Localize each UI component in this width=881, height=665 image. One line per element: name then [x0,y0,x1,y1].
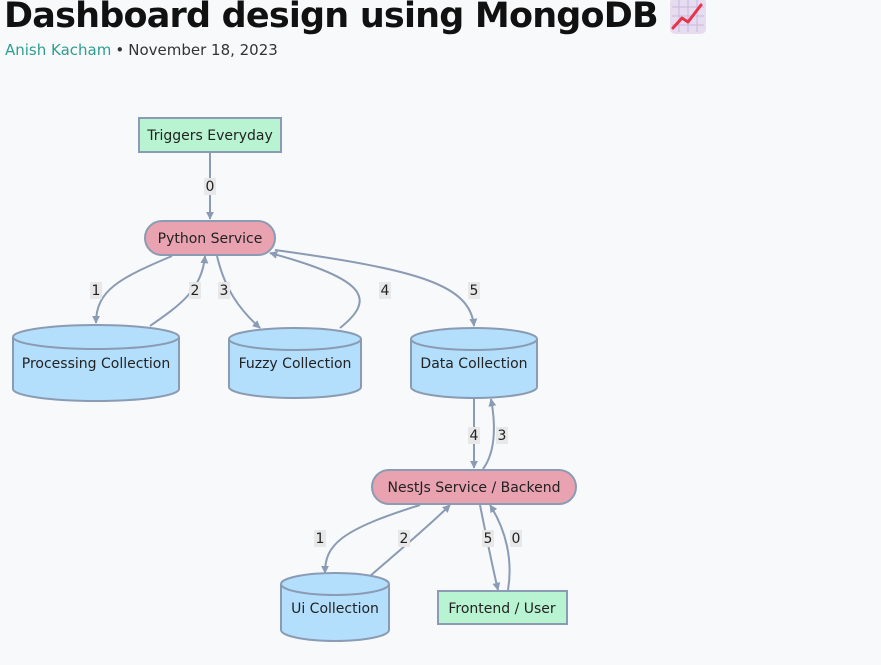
edge-label: 0 [206,179,215,195]
edge-label: 0 [512,531,521,547]
edge-frontend-nestjs [489,504,511,591]
edge-fuzzy-python [269,251,361,329]
node-nestjs-service: NestJs Service / Backend [371,469,577,505]
meta-separator: • [115,41,125,59]
author-link[interactable]: Anish Kacham [5,41,112,59]
chart-increasing-icon [669,0,706,34]
edge-label: 5 [484,531,493,547]
page-title: Dashboard design using MongoDB [4,0,706,36]
edge-label: 1 [92,283,101,299]
node-frontend-user: Frontend / User [437,590,568,625]
node-label: Triggers Everyday [146,128,273,144]
node-label: Frontend / User [448,601,556,617]
edge-label: 4 [470,428,479,444]
post-meta: Anish Kacham•November 18, 2023 [5,41,278,59]
edge-label: 2 [400,531,409,547]
node-label: NestJs Service / Backend [388,480,561,496]
node-label: Data Collection [420,356,527,372]
node-python-service: Python Service [144,220,276,256]
edge-label: 5 [470,283,479,299]
node-label: Python Service [158,231,263,247]
node-processing-collection: Processing Collection [12,324,180,402]
node-ui-collection: Ui Collection [280,572,390,642]
node-label: Fuzzy Collection [239,356,352,372]
edge-python-data [274,249,478,327]
edge-ui-nestjs [369,504,451,577]
edge-label: 2 [191,283,200,299]
edge-python-fuzzy [216,255,261,329]
edge-label: 1 [316,531,325,547]
edge-nestjs-ui [321,504,421,574]
edge-nestjs-data [482,398,497,470]
title-text: Dashboard design using MongoDB [4,0,659,36]
node-label: Processing Collection [22,356,170,372]
node-triggers-everyday: Triggers Everyday [138,117,282,153]
edge-label: 3 [220,283,229,299]
edge-label: 4 [381,283,390,299]
node-label: Ui Collection [291,601,379,617]
edge-nestjs-frontend [479,504,501,591]
edge-label: 3 [498,428,507,444]
node-fuzzy-collection: Fuzzy Collection [228,327,362,399]
edge-python-processing [92,255,173,324]
edge-processing-python [149,255,209,327]
node-data-collection: Data Collection [410,327,538,399]
post-date: November 18, 2023 [128,41,278,59]
